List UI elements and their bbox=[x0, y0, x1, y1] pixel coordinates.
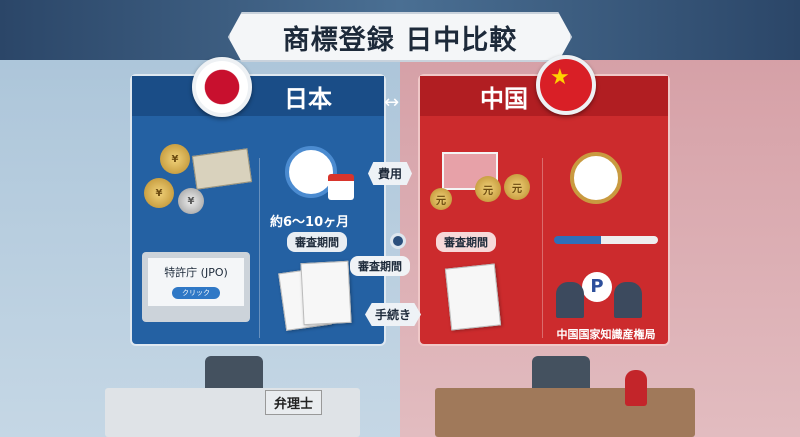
chair-icon bbox=[205, 356, 263, 392]
compare-arrow-icon: ↔ bbox=[384, 92, 400, 113]
divider bbox=[259, 158, 260, 338]
businessman-icon bbox=[614, 282, 642, 318]
yuan-coin-icon: 元 bbox=[504, 174, 530, 200]
calendar-icon bbox=[328, 174, 354, 200]
yuan-coin-icon: 元 bbox=[430, 188, 452, 210]
application-form-icon bbox=[300, 260, 352, 326]
yen-coin-icon: ¥ bbox=[160, 144, 190, 174]
cnipa-logo-icon: P bbox=[582, 272, 612, 302]
cost-label: 費用 bbox=[368, 162, 413, 185]
timeline-slider bbox=[554, 236, 658, 244]
center-review-label: 審査期間 bbox=[350, 256, 410, 276]
yuan-banknotes-icon bbox=[442, 152, 498, 190]
china-agency-label: 中国国家知識産権局 bbox=[556, 328, 656, 341]
click-button[interactable]: クリック bbox=[172, 287, 220, 299]
yuan-coin-icon: 元 bbox=[475, 176, 501, 202]
japan-duration: 約6〜10ヶ月 bbox=[270, 215, 350, 230]
businessman-icon bbox=[556, 282, 584, 318]
divider bbox=[542, 158, 543, 338]
japan-flag-icon bbox=[192, 57, 252, 117]
china-panel: 中国 元 元 元 審査期間 P 中国国家知識産権局 bbox=[418, 74, 670, 346]
certificate-icon bbox=[444, 263, 502, 331]
yen-coin-icon: ¥ bbox=[178, 188, 204, 214]
japan-review-tag: 審査期間 bbox=[287, 232, 347, 252]
dragon-clock-icon bbox=[570, 152, 622, 204]
stamp-icon bbox=[625, 370, 647, 406]
laptop-icon: 特許庁 (JPO) クリック bbox=[142, 252, 250, 322]
chair-icon bbox=[532, 356, 590, 392]
procedure-label: 手続き bbox=[365, 303, 422, 326]
yen-coin-icon: ¥ bbox=[144, 178, 174, 208]
china-desk bbox=[435, 388, 695, 437]
yen-banknote-icon bbox=[191, 148, 253, 190]
page-title: 商標登録 日中比較 bbox=[228, 12, 572, 62]
china-review-tag: 審査期間 bbox=[436, 232, 496, 252]
japan-heading: 日本 bbox=[132, 76, 384, 116]
japan-panel: 日本 ¥ ¥ ¥ 約6〜10ヶ月 審査期間 特許庁 (JPO) クリック bbox=[130, 74, 386, 346]
laptop-title: 特許庁 (JPO) bbox=[164, 266, 228, 279]
desk-sign: 弁理士 bbox=[265, 390, 323, 415]
china-flag-icon: ★ bbox=[536, 55, 596, 115]
center-node-icon bbox=[390, 233, 406, 249]
